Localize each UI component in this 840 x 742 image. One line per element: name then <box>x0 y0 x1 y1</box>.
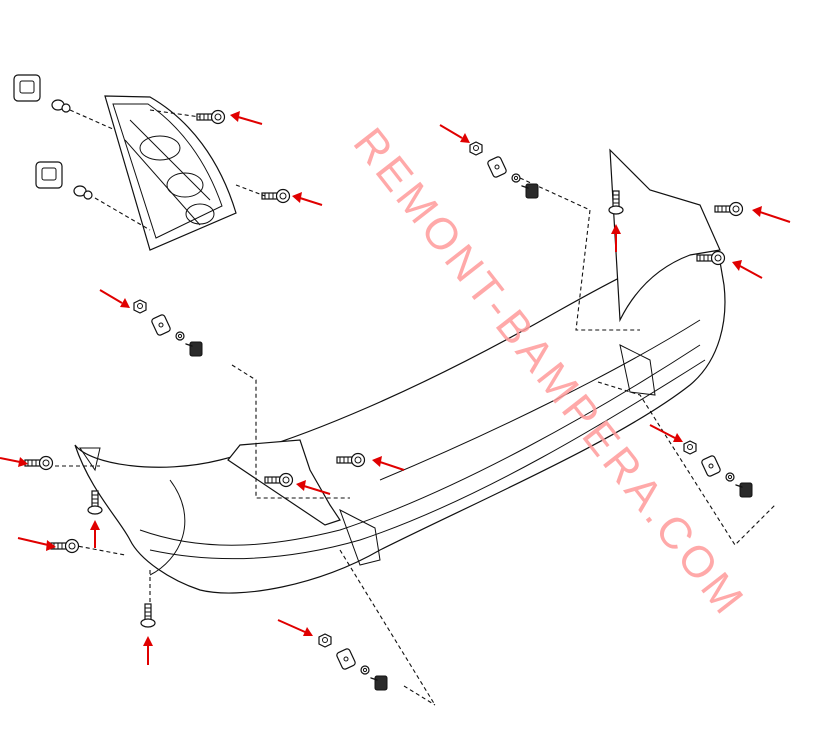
rear-bumper-cover <box>74 148 726 594</box>
bumper-lower-screw-left-2 <box>50 538 80 554</box>
taillight-bolt-upper <box>196 109 226 125</box>
nut-assembly-left <box>133 299 203 357</box>
indicator-arrows <box>0 111 791 665</box>
nut-assembly-right <box>683 440 753 498</box>
nut-assembly-bottom <box>318 633 388 691</box>
taillight-bolt-lower <box>261 188 291 204</box>
nut-assembly-top-right <box>469 141 539 199</box>
bumper-side-bolt-right-upper <box>714 201 744 217</box>
tail-light-assembly <box>104 95 237 251</box>
bumper-side-bolt-left <box>24 455 54 471</box>
tail-light-clips <box>13 74 93 200</box>
bumper-bottom-screw <box>140 603 156 628</box>
